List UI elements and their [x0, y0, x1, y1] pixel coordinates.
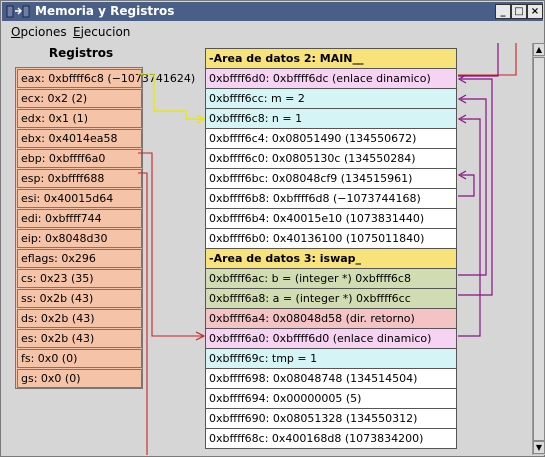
registers-panel: eax: 0xbffff6c8 (−1073741624)ecx: 0x2 (2… [15, 67, 195, 389]
ebp-pointer-arrow [138, 152, 203, 337]
minimize-button[interactable]: _ [495, 4, 511, 19]
menu-opciones[interactable]: Opciones [11, 25, 67, 39]
link-a-to-m [458, 78, 493, 296]
memory-canvas[interactable]: Registros eax: 0xbffff6c8 (−1073741624)e… [4, 43, 533, 455]
app-icon [6, 5, 30, 18]
memory-cell: 0xbffff694: 0x00000005 (5) [205, 388, 457, 409]
link-b-to-n-arrowhead [457, 94, 467, 104]
eax-pointer-arrowhead [196, 114, 206, 124]
memory-cell: 0xbffff6a4: 0x08048d58 (dir. retorno) [205, 308, 457, 329]
memory-cell: 0xbffff6c8: n = 1 [205, 108, 457, 129]
register-cell: eflags: 0x296 [17, 249, 142, 268]
memory-cell: 0xbffff6b8: 0xbffff6d8 (−1073744168) [205, 188, 457, 209]
register-cell: edx: 0x1 (1) [17, 109, 142, 128]
register-cell: fs: 0x0 (0) [17, 349, 142, 368]
register-cell: ds: 0x2b (43) [17, 309, 142, 328]
memory-cell: 0xbffff6b0: 0x40136100 (1075011840) [205, 228, 457, 249]
menu-bar: Opciones Ejecucion [2, 22, 543, 42]
register-cell: ecx: 0x2 (2) [17, 89, 142, 108]
title-bar[interactable]: Memoria y Registros _ □ × [2, 2, 543, 21]
memory-cell: 0xbffff6b4: 0x40015e10 (1073831440) [205, 208, 457, 229]
window-title: Memoria y Registros [35, 4, 175, 18]
memory-area-header: -Area de datos 3: iswap_ [205, 248, 457, 269]
close-button[interactable]: × [527, 4, 543, 19]
scroll-down-arrow-icon[interactable]: ▼ [533, 441, 545, 454]
menu-opciones-mnemonic: O [11, 25, 21, 39]
register-cell: ss: 0x2b (43) [17, 289, 142, 308]
register-cell: eip: 0x8048d30 [17, 229, 142, 248]
memory-cell: 0xbffff690: 0x08051328 (134550312) [205, 408, 457, 429]
register-cell: ebp: 0xbffff6a0 [17, 149, 142, 168]
register-cell: edi: 0xbffff744 [17, 209, 142, 228]
memory-cell: 0xbffff6bc: 0x08048cf9 (134515961) [205, 168, 457, 189]
register-cell: esi: 0x40015d64 [17, 189, 142, 208]
link-a-to-m-arrowhead [457, 74, 467, 84]
memory-cell: 0xbffff698: 0x08048748 (134514504) [205, 368, 457, 389]
link-6b8-arrowhead [457, 170, 467, 180]
scroll-thumb[interactable] [533, 57, 545, 441]
menu-ejecucion-label: jecucion [80, 25, 131, 39]
vertical-scrollbar[interactable]: ▲ ▼ [532, 43, 545, 455]
scroll-up-arrow-icon[interactable]: ▲ [533, 43, 545, 56]
memory-cell: 0xbffff6a0: 0xbffff6d0 (enlace dinamico) [205, 328, 457, 349]
maximize-button[interactable]: □ [511, 4, 527, 19]
menu-opciones-label: pciones [20, 25, 67, 39]
link-enlace-arrowhead [457, 114, 467, 124]
link-b-to-n [458, 98, 487, 276]
memory-cell: 0xbffff6d0: 0xbffff6dc (enlace dinamico) [205, 68, 457, 89]
link-6b8-to-6d8 [458, 174, 475, 197]
top-red-line [458, 43, 517, 76]
ebp-pointer-arrowhead [195, 331, 206, 341]
register-cell: esp: 0xbffff688 [17, 169, 142, 188]
memory-cell: 0xbffff6c0: 0x0805130c (134550284) [205, 148, 457, 169]
memory-cell: 0xbffff6c4: 0x08051490 (134550672) [205, 128, 457, 149]
registers-title: Registros [48, 46, 114, 60]
memory-cell: 0xbffff6a8: a = (integer *) 0xbffff6cc [205, 288, 457, 309]
memory-cell: 0xbffff68c: 0x400168d8 (1073834200) [205, 428, 457, 449]
link-enlace-to-enlace [458, 118, 481, 337]
register-cell: ebx: 0x4014ea58 [17, 129, 142, 148]
memory-cell: 0xbffff6ac: b = (integer *) 0xbffff6c8 [205, 268, 457, 289]
menu-ejecucion[interactable]: Ejecucion [73, 25, 130, 39]
register-cell: eax: 0xbffff6c8 (−1073741624) [17, 69, 195, 88]
register-cell: cs: 0x23 (35) [17, 269, 142, 288]
register-cell: gs: 0x0 (0) [17, 369, 142, 388]
memory-cell: 0xbffff69c: tmp = 1 [205, 348, 457, 369]
menu-ejecucion-mnemonic: E [73, 25, 81, 39]
memory-area-header: -Area de datos 2: MAIN__ [205, 48, 457, 69]
register-cell: es: 0x2b (43) [17, 329, 142, 348]
memory-cell: 0xbffff6cc: m = 2 [205, 88, 457, 109]
enlace-link-top [458, 43, 499, 77]
